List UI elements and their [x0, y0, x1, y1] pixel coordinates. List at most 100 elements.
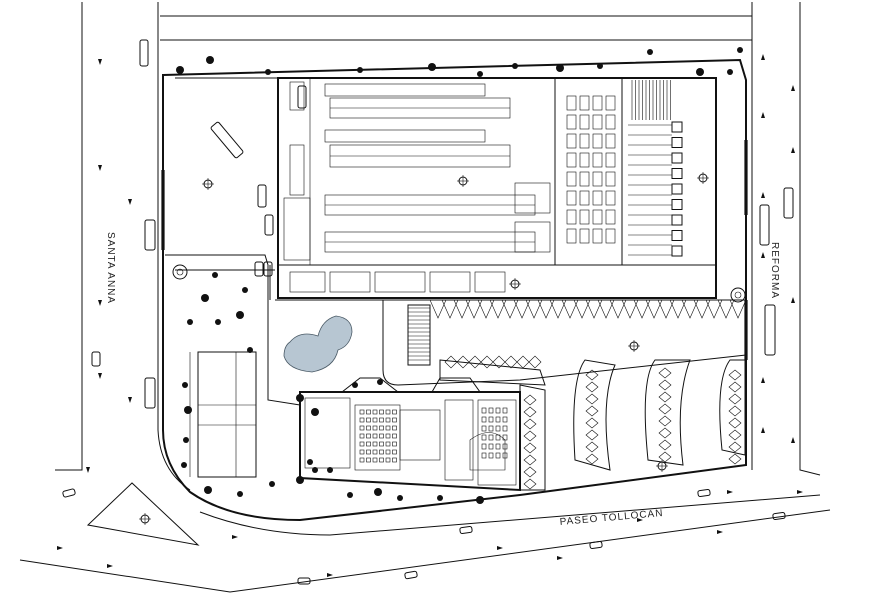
seat — [385, 457, 391, 463]
tree-icon — [212, 272, 218, 278]
parking-stall — [441, 299, 459, 319]
seat — [481, 452, 487, 459]
seat — [385, 441, 391, 447]
car-icon — [62, 488, 76, 498]
parking-stall — [658, 379, 672, 391]
santa-anna-street-edge-left — [55, 2, 83, 471]
direction-arrow-icon — [98, 59, 102, 65]
car-icon — [697, 488, 711, 498]
car-icon — [254, 261, 264, 277]
streets — [19, 2, 831, 593]
direction-arrow-icon — [327, 573, 333, 577]
parking-stall — [585, 441, 599, 453]
parking-stall — [523, 454, 537, 466]
direction-arrow-icon — [107, 564, 113, 568]
parking-stall — [728, 441, 742, 453]
direction-arrow-icon — [761, 252, 765, 258]
seat — [392, 409, 397, 415]
truck-icon — [671, 152, 683, 164]
parking-stall — [585, 429, 599, 441]
truck-icon — [671, 230, 683, 241]
seat — [488, 434, 494, 441]
level-markers — [139, 172, 746, 525]
rack-cell — [592, 133, 603, 149]
tree-icon — [176, 66, 184, 74]
parking-stall — [468, 355, 482, 369]
seat — [385, 433, 391, 439]
seat — [372, 449, 378, 455]
rack-cell — [605, 228, 616, 244]
car-icon — [264, 214, 274, 236]
tree-icon — [201, 294, 209, 302]
parking-islands — [439, 359, 746, 491]
truck-icon — [671, 183, 683, 195]
tree-icon — [428, 63, 436, 71]
rack-cell — [566, 114, 577, 130]
parking-stall — [489, 299, 507, 319]
direction-arrow-icon — [98, 300, 102, 306]
tree-icon — [477, 71, 483, 77]
parking-stall — [705, 299, 723, 319]
parking-stall — [728, 429, 742, 441]
direction-arrow-icon — [98, 373, 102, 379]
seat — [502, 407, 508, 414]
seat — [495, 407, 501, 414]
rack-cell — [605, 152, 616, 168]
truck-icon — [139, 39, 149, 67]
direction-arrow-icon — [717, 530, 723, 534]
tree-icon — [247, 347, 253, 353]
tree-icon — [206, 56, 214, 64]
seat — [359, 441, 365, 447]
sports-court — [189, 351, 257, 478]
seat — [385, 425, 391, 431]
seat — [372, 409, 378, 415]
site-boundary — [161, 58, 748, 522]
parking-island — [519, 384, 546, 491]
seat — [481, 407, 487, 414]
seat — [392, 457, 397, 463]
rack-cell — [579, 152, 590, 168]
tree-icon — [296, 476, 304, 484]
reforma-street-edge-right — [799, 2, 821, 476]
parking-island — [439, 359, 546, 386]
production-line-3 — [324, 182, 551, 216]
tree-icon — [269, 481, 275, 487]
seat — [385, 409, 391, 415]
seat — [366, 457, 371, 463]
main-building — [277, 77, 717, 299]
seat — [481, 416, 487, 423]
parking-stall — [658, 451, 672, 463]
tree-icon — [357, 67, 363, 73]
direction-arrow-icon — [128, 397, 132, 403]
seat — [502, 416, 508, 423]
seat — [495, 425, 501, 432]
seat — [392, 441, 397, 447]
rack-cell — [592, 152, 603, 168]
car-icon — [91, 351, 101, 367]
parking-stall — [669, 299, 687, 319]
seat — [392, 417, 397, 423]
parking-stall — [516, 355, 530, 369]
service-room — [283, 197, 311, 261]
tree-icon — [183, 437, 189, 443]
tree-icon — [696, 68, 704, 76]
parking-island — [573, 359, 616, 471]
parking-stall — [549, 299, 567, 319]
tree-icon — [187, 319, 193, 325]
seat — [379, 457, 384, 463]
rack-cell — [566, 133, 577, 149]
parking-stall — [480, 355, 494, 369]
vehicles — [62, 39, 794, 585]
rack-cell — [566, 95, 577, 111]
parking-stall — [501, 299, 519, 319]
parking-stall — [537, 299, 555, 319]
seat — [359, 433, 365, 439]
seat — [385, 417, 391, 423]
tree-icon — [307, 459, 313, 465]
tree-icon — [181, 462, 187, 468]
parking-stall — [585, 417, 599, 429]
seat — [366, 449, 371, 455]
rack-cell — [592, 190, 603, 206]
car-icon — [263, 261, 273, 277]
seat — [379, 433, 384, 439]
